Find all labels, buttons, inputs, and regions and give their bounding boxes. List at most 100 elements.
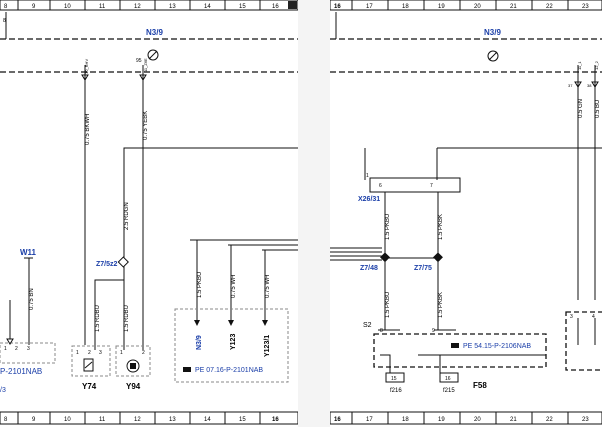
switch-pin: 9 (432, 328, 435, 334)
splice-z7-5z2 (117, 256, 129, 268)
ground-label: W11 (20, 248, 37, 257)
svg-text:23: 23 (582, 417, 589, 423)
ground-w11: W11 0.75 BN (20, 248, 37, 345)
fuse-block-f58: 15 16 f216 f215 F58 (385, 372, 487, 394)
partial-ref: /3 (0, 387, 6, 394)
wires-gn-bu: 37 38 11_1 12_2 0.5 GN 0.5 BU (437, 60, 602, 300)
fuse-icon (385, 372, 405, 383)
svg-text:13: 13 (169, 417, 176, 423)
svg-text:10: 10 (64, 417, 71, 423)
svg-text:1: 1 (366, 173, 369, 179)
component-y74: 1 2 3 Y74 (71, 345, 111, 391)
ground-symbol (487, 50, 499, 62)
svg-text:18: 18 (402, 4, 409, 10)
svg-text:22: 22 (546, 4, 553, 10)
connector-pin: 6 (379, 183, 382, 189)
svg-text:1: 1 (76, 350, 79, 356)
svg-text:4: 4 (592, 314, 595, 320)
col-number: 11 (99, 4, 106, 10)
svg-text:2: 2 (142, 350, 145, 356)
control-unit-label: N3/9 (146, 28, 163, 37)
pe-reference: PE 54.15-P-2106NAB (463, 343, 531, 350)
wire-label: 1.5 PKBK (438, 214, 444, 240)
svg-text:16: 16 (334, 4, 341, 10)
pin-label: 10_RHV (84, 59, 89, 74)
svg-text:2: 2 (88, 350, 91, 356)
pe-reference: PE 07.16-P-2101NAB (195, 367, 263, 374)
pin-label: 12_2 (594, 60, 599, 70)
wire-bkwh: 10_RHV 0.75 BKWH (81, 59, 91, 345)
svg-text:3: 3 (99, 350, 102, 356)
switch-s2: S2 8 9 PE 54.15-P-2106NAB (363, 322, 547, 375)
wire-rdgn: 2.5 RDGN Z7/5z2 1.5 RDBU 1.5 RDBU (94, 147, 298, 350)
left-wiring-diagram: 8 9 10 11 12 13 14 15 16 N3/9 8 10_RHV 0… (0, 0, 298, 425)
splice-label: Z7/5z2 (96, 261, 118, 268)
control-unit-n3-9: N3/9 8 (0, 12, 298, 73)
bottom-ruler: 16 17 18 19 20 21 22 23 (330, 411, 602, 425)
output-label: Y123 (230, 334, 237, 350)
svg-text:1: 1 (4, 346, 7, 352)
wire-label: 1.5 RDBU (95, 305, 101, 332)
pin-arrow (194, 320, 200, 326)
svg-text:12: 12 (134, 417, 141, 423)
col-number: 10 (64, 4, 71, 10)
switch-pin: 8 (380, 328, 383, 334)
svg-text:15: 15 (239, 417, 246, 423)
pin-number: 95 (136, 58, 142, 64)
col-number: 13 (169, 4, 176, 10)
splices: Z7/48 Z7/75 1.5 PKBU 1.5 PKBK (330, 247, 444, 330)
svg-text:3: 3 (570, 314, 573, 320)
col-number: 8 (4, 4, 8, 10)
col-number: 9 (32, 4, 36, 10)
bus-lines: 1.5 PKBU 0.75 WH 0.75 WH (190, 239, 298, 326)
schematic-sheet-left: 8 9 10 11 12 13 14 15 16 N3/9 8 10_RHV 0… (0, 0, 298, 427)
svg-text:22: 22 (546, 417, 553, 423)
wire-label: 0.5 GN (578, 99, 584, 118)
partial-component: 3 4 (565, 311, 602, 371)
svg-text:9: 9 (32, 417, 36, 423)
svg-text:20: 20 (474, 4, 481, 10)
pin-label: 11_Z6E (143, 58, 148, 72)
svg-text:8: 8 (4, 417, 8, 423)
splice-z7-75 (433, 252, 443, 263)
wire-label: 0.75 BN (29, 288, 35, 310)
book-icon (451, 343, 459, 348)
svg-text:19: 19 (438, 4, 445, 10)
svg-text:1: 1 (120, 350, 123, 356)
connector-pin: 7 (430, 183, 433, 189)
wire-label: 0.75 WH (265, 275, 271, 298)
fuse-icon (439, 372, 459, 383)
fuse-label: f215 (443, 388, 455, 394)
svg-text:14: 14 (204, 417, 211, 423)
fuse-block-label: F58 (473, 381, 487, 390)
switch-label: S2 (363, 322, 372, 329)
wire-label: 0.5 BU (595, 100, 601, 118)
pin-label: 11_1 (577, 61, 582, 70)
top-ruler: 8 9 10 11 12 13 14 15 16 (0, 0, 298, 11)
svg-text:23: 23 (582, 4, 589, 10)
component-y94: 1 2 Y94 (115, 345, 151, 391)
connector-x26-31: 1 6 7 X26/31 1.5 PKBU 1.5 PKBK (358, 148, 461, 254)
component-label: Y74 (82, 382, 97, 391)
book-icon (183, 367, 191, 372)
splice-label: Z7/75 (414, 265, 432, 272)
connector-ref: P-2101NAB (0, 367, 42, 376)
pin-arrow (139, 74, 147, 81)
pin-arrow (574, 81, 582, 88)
svg-text:2: 2 (15, 346, 18, 352)
ruler-mark: 8 (3, 18, 6, 24)
pin-arrow (228, 320, 234, 326)
schematic-sheet-right: 16 17 18 19 20 21 22 23 N3/9 37 38 11_1 … (330, 0, 602, 427)
pin-arrow (81, 74, 89, 81)
svg-text:18: 18 (402, 417, 409, 423)
wire-label: 1.5 RDBU (124, 305, 130, 332)
wire-yebk: 95 11_Z6E 0.75 YEBK (136, 58, 149, 350)
wire-label: 1.5 PKBK (438, 292, 444, 318)
svg-text:19: 19 (438, 417, 445, 423)
output-label: Y123/1 (264, 335, 271, 357)
pin-arrow (591, 81, 599, 88)
wire-label: 0.75 YEBK (143, 111, 149, 140)
fuse-number: 15 (391, 376, 397, 382)
wire-label: 0.75 BKWH (85, 114, 91, 145)
sheet-gap (298, 0, 330, 427)
